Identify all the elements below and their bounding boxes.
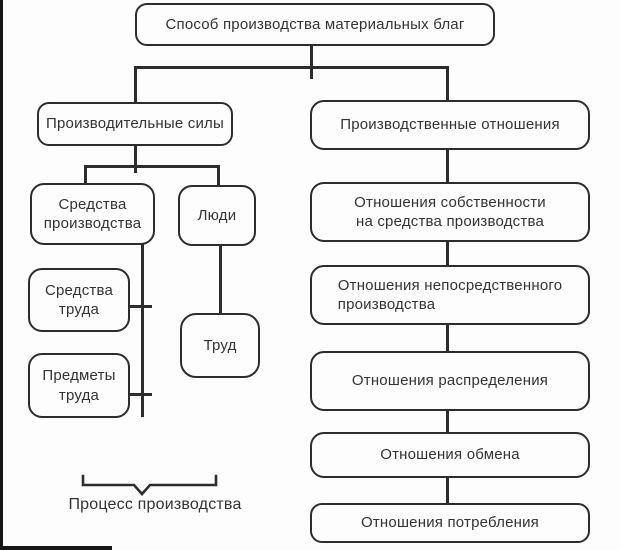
node-objects-of-labor-label: Предметы труда xyxy=(42,367,116,404)
connector-to-forces xyxy=(134,66,137,104)
node-root-label: Способ производства материальных благ xyxy=(165,15,465,33)
connector-top-horizontal xyxy=(134,66,449,69)
node-relation-direct-production-label: Отношения непосредственного производства xyxy=(337,276,563,314)
node-means-of-production: Средства производства xyxy=(30,183,155,245)
node-production-relations-label: Производственные отношения xyxy=(340,116,560,134)
scan-edge-bottom xyxy=(0,546,112,550)
connector-people-to-labor xyxy=(219,246,222,323)
node-people-label: Люди xyxy=(197,206,237,224)
node-means-of-production-label: Средства производства xyxy=(43,195,142,233)
connector-forces-horizontal xyxy=(84,165,220,168)
connector-relations-5 xyxy=(446,477,449,504)
connector-relations-3 xyxy=(446,324,449,352)
node-relation-exchange-label: Отношения обмена xyxy=(380,446,520,464)
node-means-of-labor: Средства труда xyxy=(28,268,130,332)
connector-relations-2 xyxy=(446,241,449,266)
connector-stub-means-of-labor xyxy=(128,305,152,308)
node-root: Способ производства материальных благ xyxy=(135,3,495,46)
node-relation-distribution: Отношения распределения xyxy=(310,351,590,411)
connector-root-down xyxy=(310,44,313,79)
connector-forces-down xyxy=(134,145,137,173)
connector-relations-1 xyxy=(446,149,449,183)
connector-to-relations xyxy=(446,66,449,102)
node-relation-distribution-label: Отношения распределения xyxy=(351,372,549,390)
node-relation-ownership-label: Отношения собственности на средства прои… xyxy=(354,193,546,231)
node-relation-consumption-label: Отношения потребления xyxy=(360,514,539,532)
connector-stub-objects-of-labor xyxy=(128,393,152,396)
node-relation-consumption: Отношения потребления xyxy=(310,503,590,543)
connector-to-people xyxy=(217,165,220,186)
node-means-of-labor-label: Средства труда xyxy=(44,281,114,319)
node-relation-exchange: Отношения обмена xyxy=(310,432,590,478)
connector-to-means-of-production xyxy=(84,165,87,184)
node-relation-ownership: Отношения собственности на средства прои… xyxy=(310,182,590,242)
scan-edge-left xyxy=(0,0,3,550)
node-objects-of-labor: Предметы труда xyxy=(28,353,130,418)
node-people: Люди xyxy=(178,185,256,246)
connector-relations-4 xyxy=(446,410,449,433)
node-labor-label: Труд xyxy=(203,336,237,354)
node-relation-direct-production: Отношения непосредственного производства xyxy=(310,265,590,325)
connector-means-production-spine xyxy=(141,243,144,417)
node-productive-forces: Производительные силы xyxy=(37,102,233,146)
node-productive-forces-label: Производительные силы xyxy=(46,115,224,133)
production-process-caption: Процесс производства xyxy=(68,496,242,513)
node-labor: Труд xyxy=(180,313,260,378)
node-production-relations: Производственные отношения xyxy=(310,100,590,150)
production-process-brace xyxy=(81,474,218,496)
